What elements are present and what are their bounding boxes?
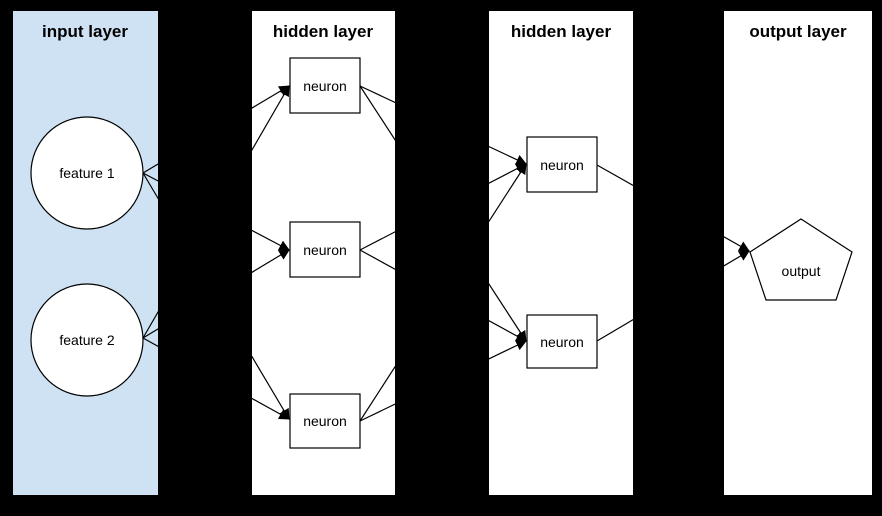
label-feature-2: feature 2 <box>59 332 114 348</box>
label-hidden2-neuron-2: neuron <box>540 334 584 350</box>
node-output <box>749 218 853 301</box>
edge-h1n1-h2n1 <box>359 85 527 165</box>
edge-h2n1-output <box>596 164 750 252</box>
edge-feature1-h1n3 <box>142 172 290 420</box>
label-output: output <box>782 263 821 279</box>
edge-h1n3-h2n2 <box>359 340 527 422</box>
edge-h1n3-h2n1 <box>359 163 527 422</box>
edge-feature2-h1n3 <box>142 337 290 420</box>
label-hidden1-neuron-1: neuron <box>303 78 347 94</box>
label-hidden2-neuron-1: neuron <box>540 157 584 173</box>
panel-hidden-layer-2 <box>489 11 633 495</box>
panel-input-layer <box>13 11 158 495</box>
edge-feature1-h1n1 <box>142 85 290 174</box>
node-feature-2 <box>30 283 144 397</box>
layer-title-hidden-1: hidden layer <box>273 22 374 41</box>
edge-feature2-h1n1 <box>142 85 290 339</box>
edge-h1n1-h2n2 <box>359 85 527 342</box>
edge-h1n2-h2n2 <box>359 249 527 342</box>
edge-feature2-h1n2 <box>142 249 290 339</box>
node-hidden1-neuron-3 <box>289 393 361 449</box>
node-hidden1-neuron-2 <box>289 221 361 278</box>
label-hidden1-neuron-2: neuron <box>303 242 347 258</box>
layer-title-output: output layer <box>749 22 847 41</box>
node-hidden2-neuron-2 <box>526 314 598 369</box>
layer-title-hidden-2: hidden layer <box>511 22 612 41</box>
layer-title-input: input layer <box>42 22 128 41</box>
node-hidden2-neuron-1 <box>526 136 598 193</box>
label-hidden1-neuron-3: neuron <box>303 413 347 429</box>
edge-h2n2-output <box>596 250 750 342</box>
label-feature-1: feature 1 <box>59 165 114 181</box>
node-feature-1 <box>30 116 144 230</box>
edge-h1n2-h2n1 <box>359 163 527 251</box>
node-hidden1-neuron-1 <box>289 57 361 114</box>
